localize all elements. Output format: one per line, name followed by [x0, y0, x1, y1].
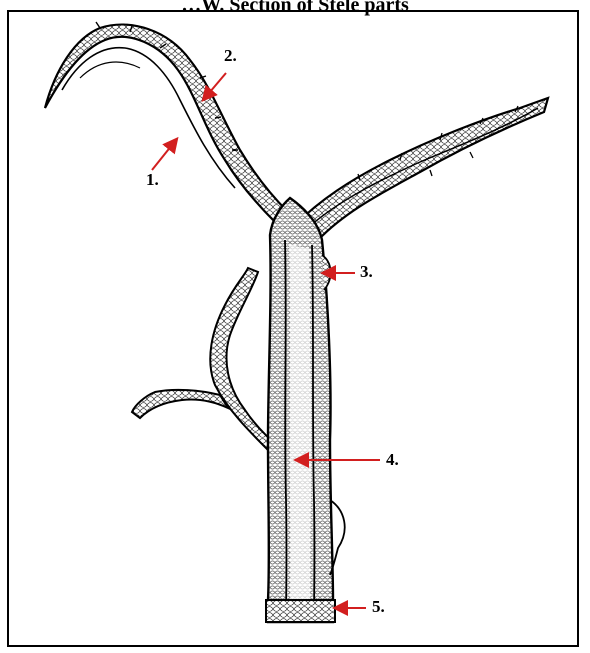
- upper-right-branch: [295, 98, 548, 240]
- callout-arrows: [152, 73, 380, 608]
- callout-label-3: 3.: [360, 262, 373, 282]
- upper-left-branch: [45, 22, 288, 222]
- callout-label-1: 1.: [146, 170, 159, 190]
- arrow-1: [152, 140, 176, 170]
- callout-label-2: 2.: [224, 46, 237, 66]
- callout-label-5: 5.: [372, 597, 385, 617]
- lower-left-branch: [132, 268, 280, 450]
- callout-label-4: 4.: [386, 450, 399, 470]
- main-stem: [266, 198, 345, 622]
